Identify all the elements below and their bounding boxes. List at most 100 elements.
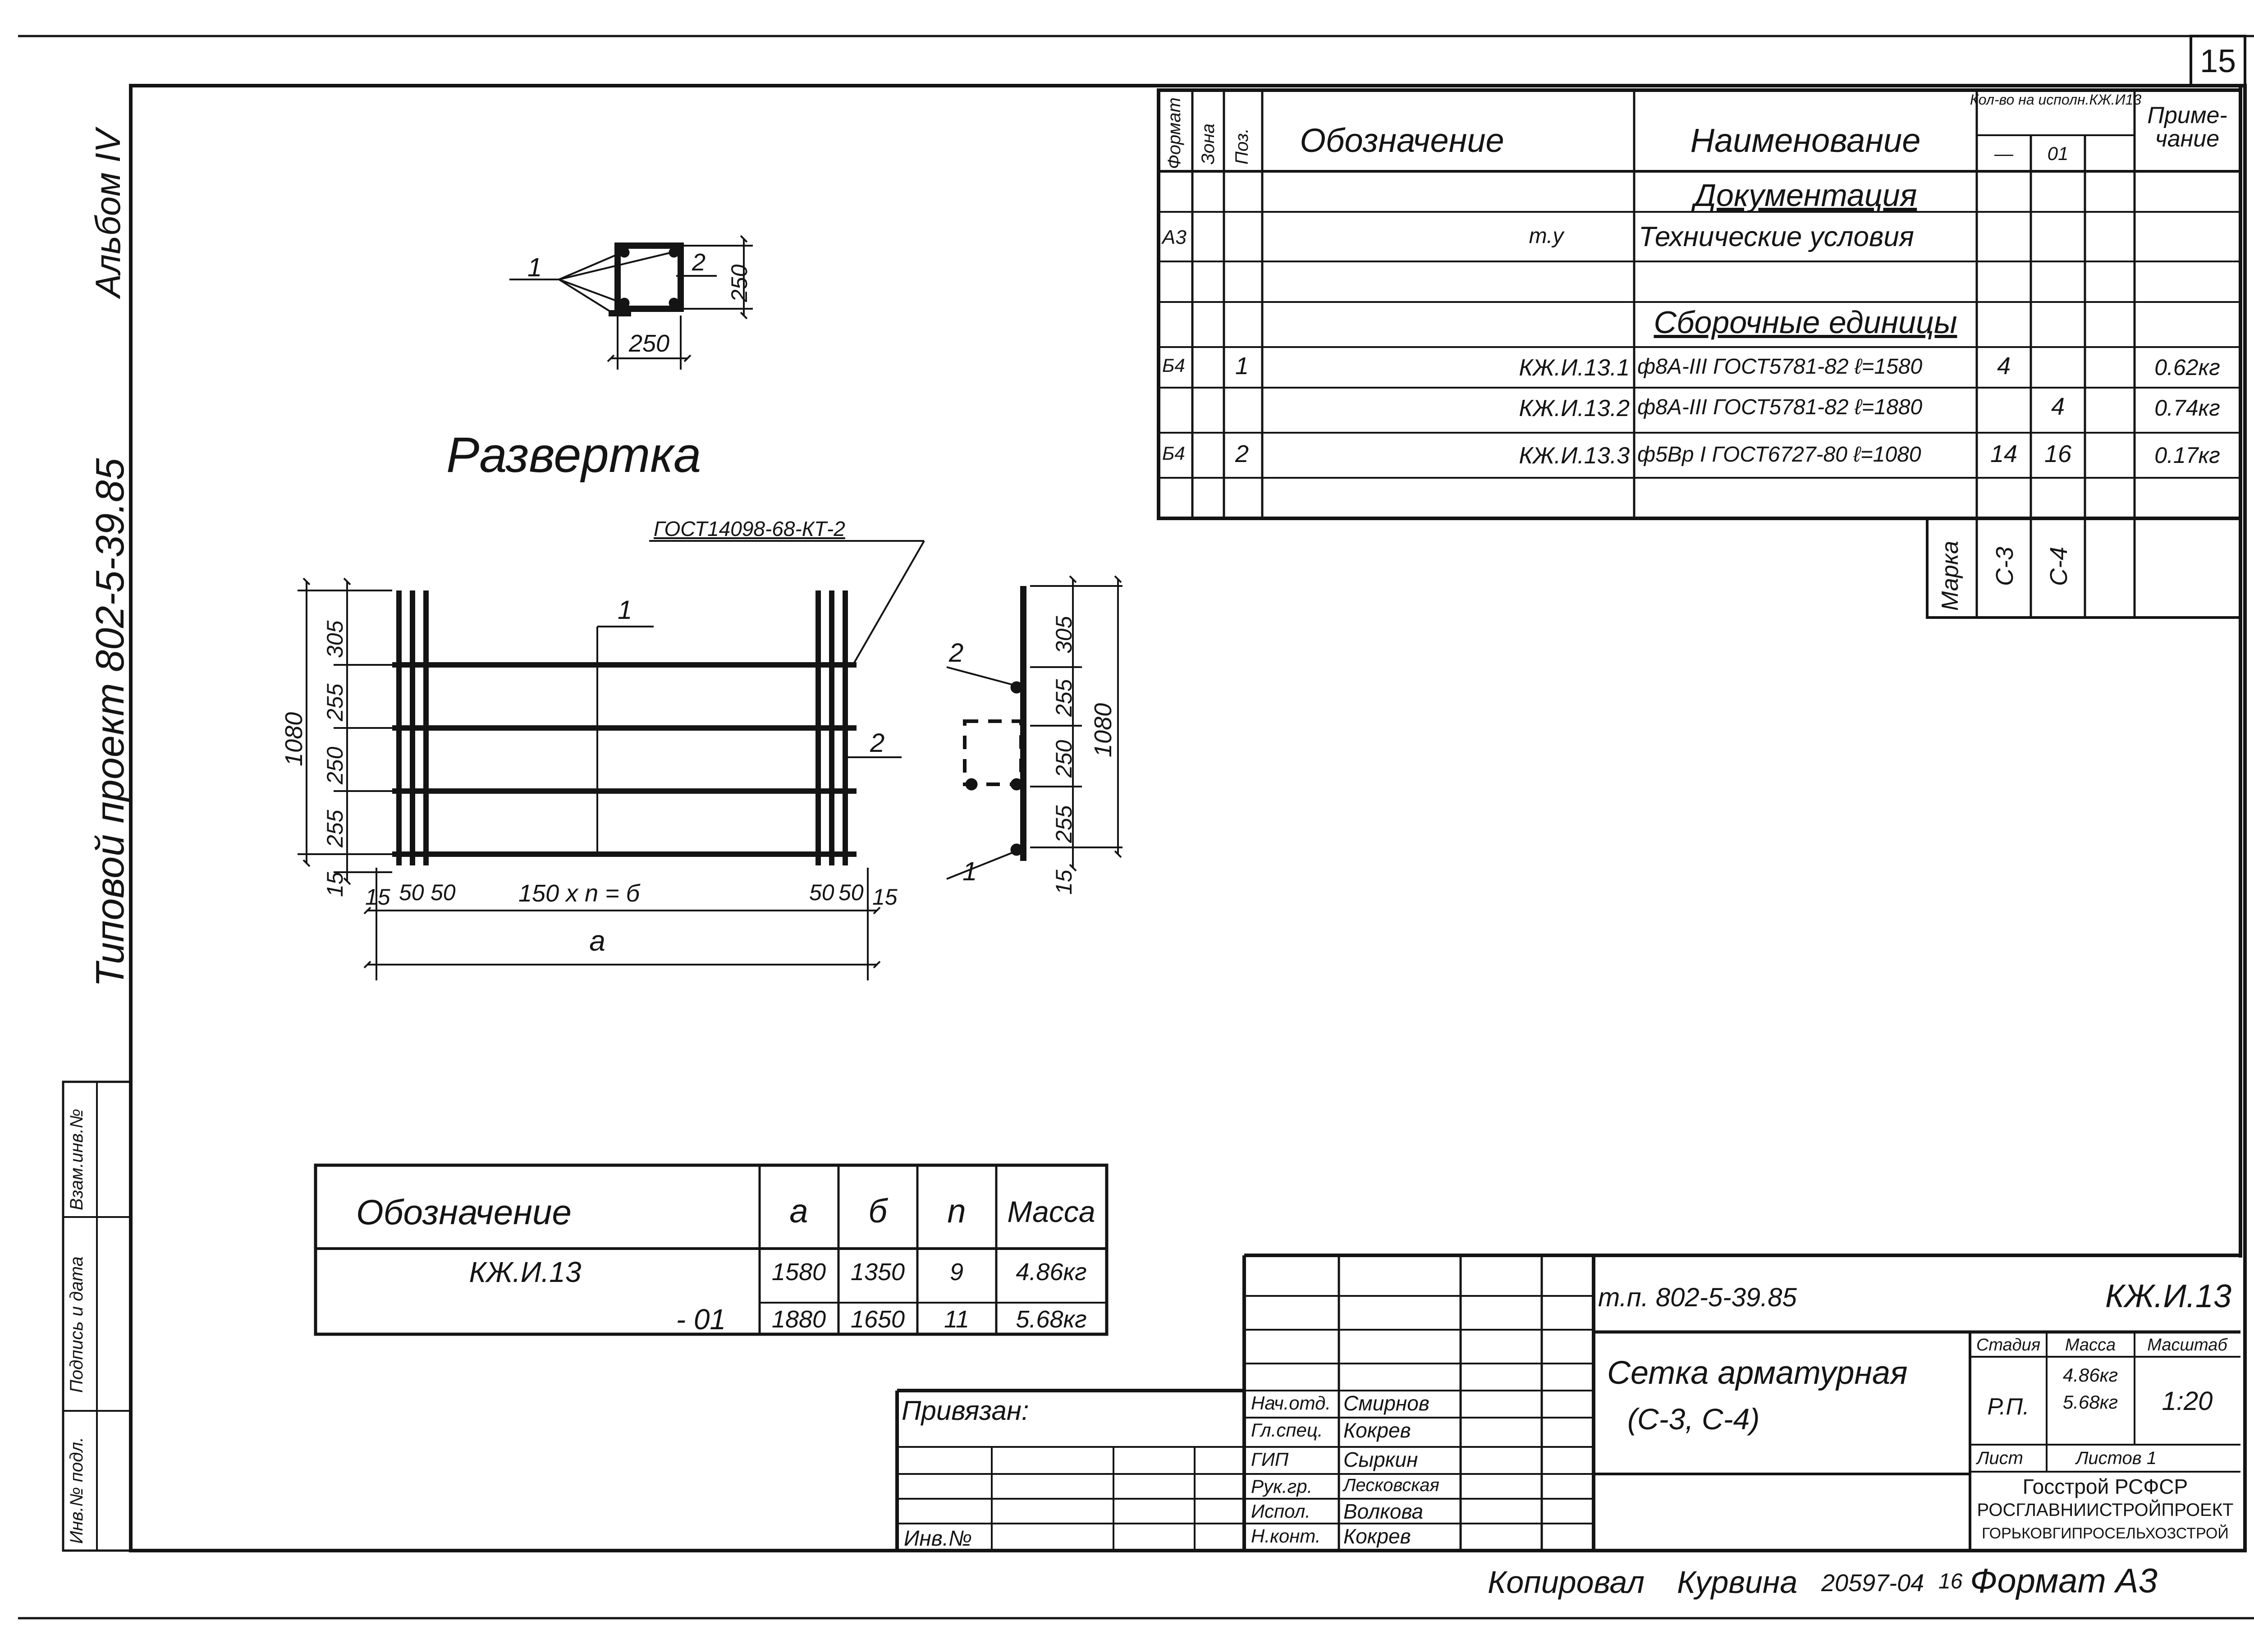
side-pos2: 2 [949, 638, 964, 668]
tb-title-line1: Сетка арматурная [1607, 1355, 1908, 1391]
side-dim-305: 305 [1051, 616, 1077, 654]
order-no: 20597-04 [1821, 1570, 1924, 1597]
spec-r2-note: 0.74кг [2154, 395, 2220, 421]
tb-role-5: Н.конт. [1251, 1525, 1321, 1547]
side-dim-1080: 1080 [1090, 703, 1117, 757]
spec-r1-designation: КЖ.И.13.1 [1519, 355, 1630, 381]
dim-b-50d: 50 [838, 880, 864, 905]
section-pos2: 2 [692, 249, 706, 276]
mass-r1-n: 11 [944, 1306, 970, 1333]
mass-table-grid [314, 1163, 1109, 1336]
razvertka-gost: ГОСТ14098-68-КТ-2 [654, 517, 845, 540]
mass-r0-designation: КЖ.И.13 [469, 1256, 582, 1288]
spec-r0-designation: т.у [1529, 224, 1564, 248]
tb-name-0: Смирнов [1343, 1391, 1429, 1415]
spec-r2-q2: 4 [2051, 393, 2065, 420]
tb-mass2: 5.68кг [2062, 1391, 2118, 1413]
mass-h-a: а [789, 1192, 808, 1230]
side-view [946, 575, 1122, 880]
razvertka-pos2: 2 [870, 728, 885, 758]
spec-r3-format: Б4 [1162, 443, 1185, 464]
spec-r3-name: ф5Вр I ГОСТ6727-80 ℓ=1080 [1637, 443, 1921, 467]
order-suffix: 16 [1938, 1570, 1963, 1593]
dim-255a: 255 [322, 683, 348, 721]
spec-r3-q1: 14 [1990, 440, 2018, 467]
album-label: Альбом IV [88, 129, 128, 297]
tb-title-line2: (С-3, С-4) [1627, 1402, 1760, 1436]
tb-name-4: Волкова [1343, 1500, 1424, 1523]
mass-r0-mass: 4.86кг [1016, 1258, 1087, 1286]
tb-scale: 1:20 [2162, 1387, 2213, 1416]
tb-stage-h: Стадия [1976, 1336, 2041, 1355]
spec-r0-name: Технические условия [1639, 221, 1914, 252]
razvertka-pos1: 1 [618, 595, 632, 625]
spec-h-zone: Зона [1198, 123, 1218, 165]
spec-r1-pos: 1 [1235, 352, 1249, 380]
tb-name-3: Лесковская [1343, 1475, 1439, 1495]
tb-name-2: Сыркин [1343, 1448, 1418, 1471]
razvertka-title: Развертка [446, 427, 701, 483]
tb-mass1: 4.86кг [2062, 1364, 2118, 1386]
side-dim-255a: 255 [1051, 679, 1077, 717]
copier-name: Курвина [1677, 1565, 1798, 1600]
spec-h-format: Формат [1164, 97, 1184, 169]
section-width: 250 [628, 330, 670, 357]
tb-stage: Р.П. [1987, 1394, 2030, 1420]
mesh-plan [298, 540, 925, 980]
mass-h-n: n [947, 1192, 966, 1230]
section-height: 250 [727, 264, 752, 302]
side-dim-255b: 255 [1051, 805, 1077, 843]
dim-305: 305 [322, 620, 348, 658]
page-number: 15 [2199, 43, 2236, 79]
tb-org2: РОСГЛАВНИИСТРОЙПРОЕКТ [1977, 1500, 2234, 1520]
mass-r0-n: 9 [949, 1258, 964, 1286]
dim-b-15a: 15 [365, 884, 390, 910]
section-pos1: 1 [527, 253, 542, 282]
tb-mass-h: Масса [2065, 1336, 2116, 1355]
spec-r3-designation: КЖ.И.13.3 [1519, 443, 1630, 469]
mass-h-b: б [868, 1192, 887, 1230]
spec-h-qty-a: — [1994, 143, 2013, 164]
tb-scale-h: Масштаб [2147, 1336, 2227, 1355]
tb-role-3: Рук.гр. [1251, 1476, 1313, 1497]
spec-r1-note: 0.62кг [2154, 355, 2220, 380]
tb-role-0: Нач.отд. [1251, 1392, 1331, 1414]
side-dim-250: 250 [1051, 740, 1077, 778]
spec-h-note: Приме-чание [2147, 102, 2227, 152]
tb-role-1: Гл.спец. [1251, 1419, 1323, 1441]
tb-doc-code: т.п. 802-5-39.85 [1598, 1283, 1797, 1312]
spec-r1-name: ф8А-III ГОСТ5781-82 ℓ=1580 [1637, 355, 1923, 379]
tb-sheet-h: Лист [1977, 1448, 2023, 1468]
spec-r3-note: 0.17кг [2154, 443, 2220, 468]
project-label: Типовой проект 802-5-39.85 [87, 458, 132, 987]
spec-h-pos: Поз. [1232, 128, 1252, 165]
spec-r0-format: А3 [1162, 226, 1187, 248]
dim-b-50a: 50 [399, 880, 424, 905]
dim-b-formula: 150 х n = б [518, 880, 640, 907]
tb-name-5: Кокрев [1343, 1524, 1411, 1548]
tb-name-1: Кокрев [1343, 1419, 1411, 1442]
section-view [509, 235, 753, 370]
strip-inv-no: Инв.№ подл. [67, 1437, 87, 1544]
dim-b-50c: 50 [809, 880, 834, 905]
spec-r3-q2: 16 [2044, 440, 2072, 467]
side-pos1: 1 [962, 857, 977, 886]
mass-r1-designation: - 01 [676, 1303, 726, 1336]
tb-inv: Инв.№ [904, 1527, 972, 1551]
tb-doc-mark: КЖ.И.13 [2105, 1278, 2231, 1314]
mass-r0-b: 1350 [850, 1258, 905, 1286]
tb-sheets-h: Листов 1 [2076, 1448, 2157, 1468]
marka-label: Марка [1937, 540, 1963, 611]
mass-r1-a: 1880 [771, 1306, 826, 1333]
spec-h-qty-b: 01 [2047, 143, 2069, 164]
copied-label: Копировал [1488, 1565, 1645, 1600]
mass-r1-b: 1650 [850, 1306, 905, 1333]
spec-table-grid [1157, 86, 2242, 1258]
dim-15-left: 15 [322, 872, 348, 897]
mass-h-mass: Масса [1007, 1195, 1095, 1228]
side-dim-15: 15 [1051, 869, 1077, 895]
spec-r1-format: Б4 [1162, 355, 1185, 376]
spec-h-qty: Кол-во на исполн.КЖ.И13 [1970, 92, 2142, 108]
dim-b-15b: 15 [872, 884, 898, 910]
